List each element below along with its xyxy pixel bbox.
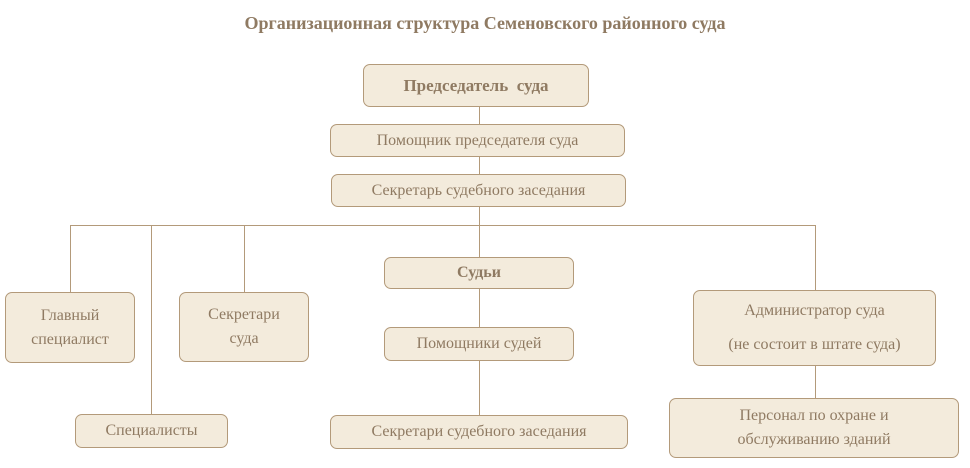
connector: [479, 107, 480, 225]
chairman-box: Председатель суда: [363, 64, 589, 107]
connector: [151, 225, 152, 414]
connector: [70, 225, 816, 226]
connector: [479, 225, 480, 415]
staff-box: Персонал по охране и обслуживанию зданий: [669, 398, 959, 458]
judges-box: Судьи: [384, 257, 574, 289]
diagram-title: Организационная структура Семеновского р…: [244, 13, 726, 33]
administrator-title: Администратор суда: [744, 302, 885, 319]
hearing-secretaries-box: Секретари судебного заседания: [330, 415, 628, 449]
administrator-note: (не состоит в штате суда): [728, 336, 901, 353]
chief-specialist-box: Главный специалист: [5, 292, 135, 363]
judges-assistants-box: Помощники судей: [384, 327, 574, 361]
secretary-box: Секретарь судебного заседания: [331, 174, 626, 207]
specialists-box: Специалисты: [75, 414, 228, 448]
court-secretaries-box: Секретари суда: [179, 292, 309, 362]
connector: [70, 225, 71, 292]
connector: [244, 225, 245, 292]
administrator-box: Администратор суда (не состоит в штате с…: [693, 290, 936, 366]
chairman-assistant-box: Помощник председателя суда: [330, 124, 625, 157]
